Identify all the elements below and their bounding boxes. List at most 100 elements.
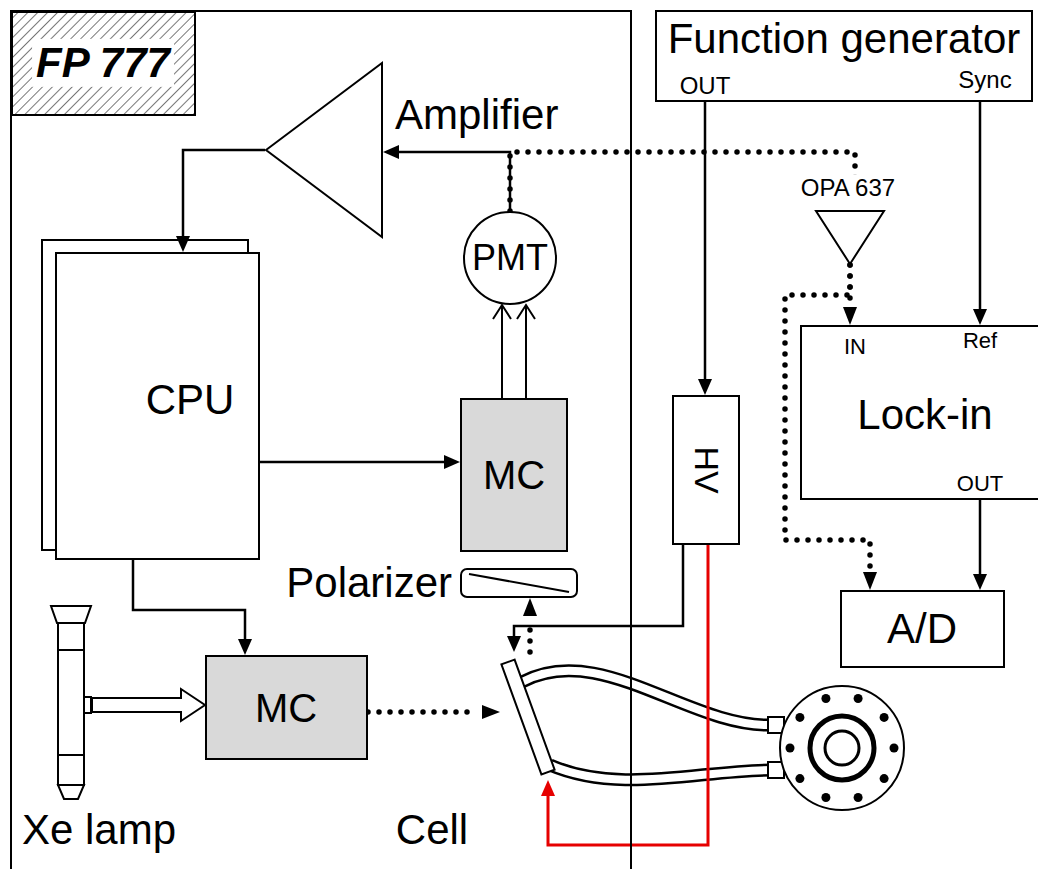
wire xyxy=(704,102,707,382)
cell-plate-outline xyxy=(500,652,560,780)
cell-plate: Cell xyxy=(500,652,560,780)
lamp-symbol xyxy=(51,606,91,799)
flange-bolt xyxy=(795,713,804,722)
tube-wall xyxy=(522,671,772,725)
signal-arrow xyxy=(260,455,460,469)
signal-arrow xyxy=(698,102,712,395)
polarizer-box: Polarizer xyxy=(460,568,578,598)
generator-label: Function generator xyxy=(668,15,1021,63)
flange-bolt xyxy=(821,793,830,802)
opamp-label: OPA 637 xyxy=(797,174,899,202)
cpu-label: CPU xyxy=(146,376,235,424)
arrowhead xyxy=(383,145,399,159)
amplifier-triangle: Amplifier xyxy=(265,62,383,238)
open-arrowhead xyxy=(517,305,535,319)
signal-arrow xyxy=(176,150,265,252)
flange-bolt xyxy=(880,713,889,722)
polarizer-box-outline xyxy=(462,570,576,596)
signal-arrow xyxy=(973,500,987,590)
port-label: OUT xyxy=(957,471,1003,496)
wire xyxy=(979,500,982,577)
wire xyxy=(183,150,265,239)
arrowhead xyxy=(973,574,987,590)
arrowhead xyxy=(444,455,460,469)
pmt-circle: PMT xyxy=(463,211,557,305)
monochromator-box: MC xyxy=(205,655,368,760)
cell-window xyxy=(501,660,554,775)
arrowhead xyxy=(863,572,877,590)
arrowhead xyxy=(238,639,252,655)
pump-flange xyxy=(780,686,904,810)
pmt-label: PMT xyxy=(472,237,548,278)
cell-label: Cell xyxy=(396,806,468,854)
arrowhead xyxy=(523,598,537,616)
lamp-window xyxy=(84,697,91,713)
hatched-badge xyxy=(12,12,195,115)
adc-label: A/D xyxy=(887,605,957,653)
lamp-electrode xyxy=(58,754,84,756)
flange-bore xyxy=(825,731,859,765)
open-arrowhead xyxy=(493,305,511,319)
signal-arrow xyxy=(383,145,510,211)
opamp-triangle-outline xyxy=(815,210,885,265)
light-line xyxy=(525,305,527,398)
monochromator-label: MC xyxy=(255,685,317,731)
arrowhead xyxy=(482,705,500,719)
pmt-symbol xyxy=(464,212,556,304)
flange-bolt xyxy=(795,774,804,783)
flange-bolt xyxy=(854,694,863,703)
signal-arrow xyxy=(133,560,252,655)
hollow-arrow xyxy=(92,689,205,721)
hv-box: HV xyxy=(672,395,740,545)
arrowhead xyxy=(541,780,555,796)
opamp-symbol xyxy=(816,211,884,264)
flange-ring xyxy=(810,716,874,780)
xe-lamp: Xe lamp xyxy=(50,605,92,800)
port-label: Sync xyxy=(958,66,1011,94)
hv-label: HV xyxy=(686,446,725,493)
dotted-line xyxy=(368,709,477,715)
lamp-cap xyxy=(51,606,91,623)
xe-lamp-outline xyxy=(50,605,92,800)
arrowhead xyxy=(176,236,190,252)
lockin-label: Lock-in xyxy=(857,391,992,439)
light-line xyxy=(501,305,503,398)
wire xyxy=(260,461,447,464)
arrowhead xyxy=(507,636,521,652)
lamp-label: Xe lamp xyxy=(22,806,176,854)
wire xyxy=(979,102,982,312)
port-label: Ref xyxy=(963,328,997,353)
tube-bore xyxy=(522,671,772,725)
polarizer-label: Polarizer xyxy=(286,559,452,607)
arrowhead xyxy=(973,309,987,325)
opamp-triangle: OPA 637 xyxy=(815,210,885,265)
light-beam-arrow xyxy=(92,689,205,721)
amplifier-triangle-outline xyxy=(265,62,383,238)
arrowhead xyxy=(698,379,712,395)
flange-bolt xyxy=(821,694,830,703)
signal-arrow xyxy=(973,102,987,325)
tube-bore xyxy=(550,765,772,780)
wire xyxy=(133,560,245,642)
lamp-body xyxy=(58,623,84,785)
light-path-arrow xyxy=(493,305,535,398)
lamp-electrode xyxy=(58,649,84,651)
port-label: IN xyxy=(844,334,866,359)
polarizer-axis xyxy=(469,574,569,592)
flange-bolt xyxy=(890,744,899,753)
wire xyxy=(396,152,510,211)
cell-tubing xyxy=(522,671,784,780)
signal-arrow xyxy=(507,545,683,652)
instrument-frame: FP 777AmplifierPMTCPUMCPolarizerXe lampM… xyxy=(10,10,632,869)
dotted-signal-arrow xyxy=(368,705,500,719)
flange-bolt xyxy=(880,774,889,783)
amplifier-symbol xyxy=(266,63,382,237)
lamp-base xyxy=(58,785,84,799)
amplifier-label: Amplifier xyxy=(395,91,558,139)
flange-rim xyxy=(780,686,904,810)
port-label: OUT xyxy=(680,72,731,100)
monochromator-label: MC xyxy=(483,452,545,498)
adc-box: A/D xyxy=(840,590,1005,668)
arrowhead xyxy=(843,307,857,325)
